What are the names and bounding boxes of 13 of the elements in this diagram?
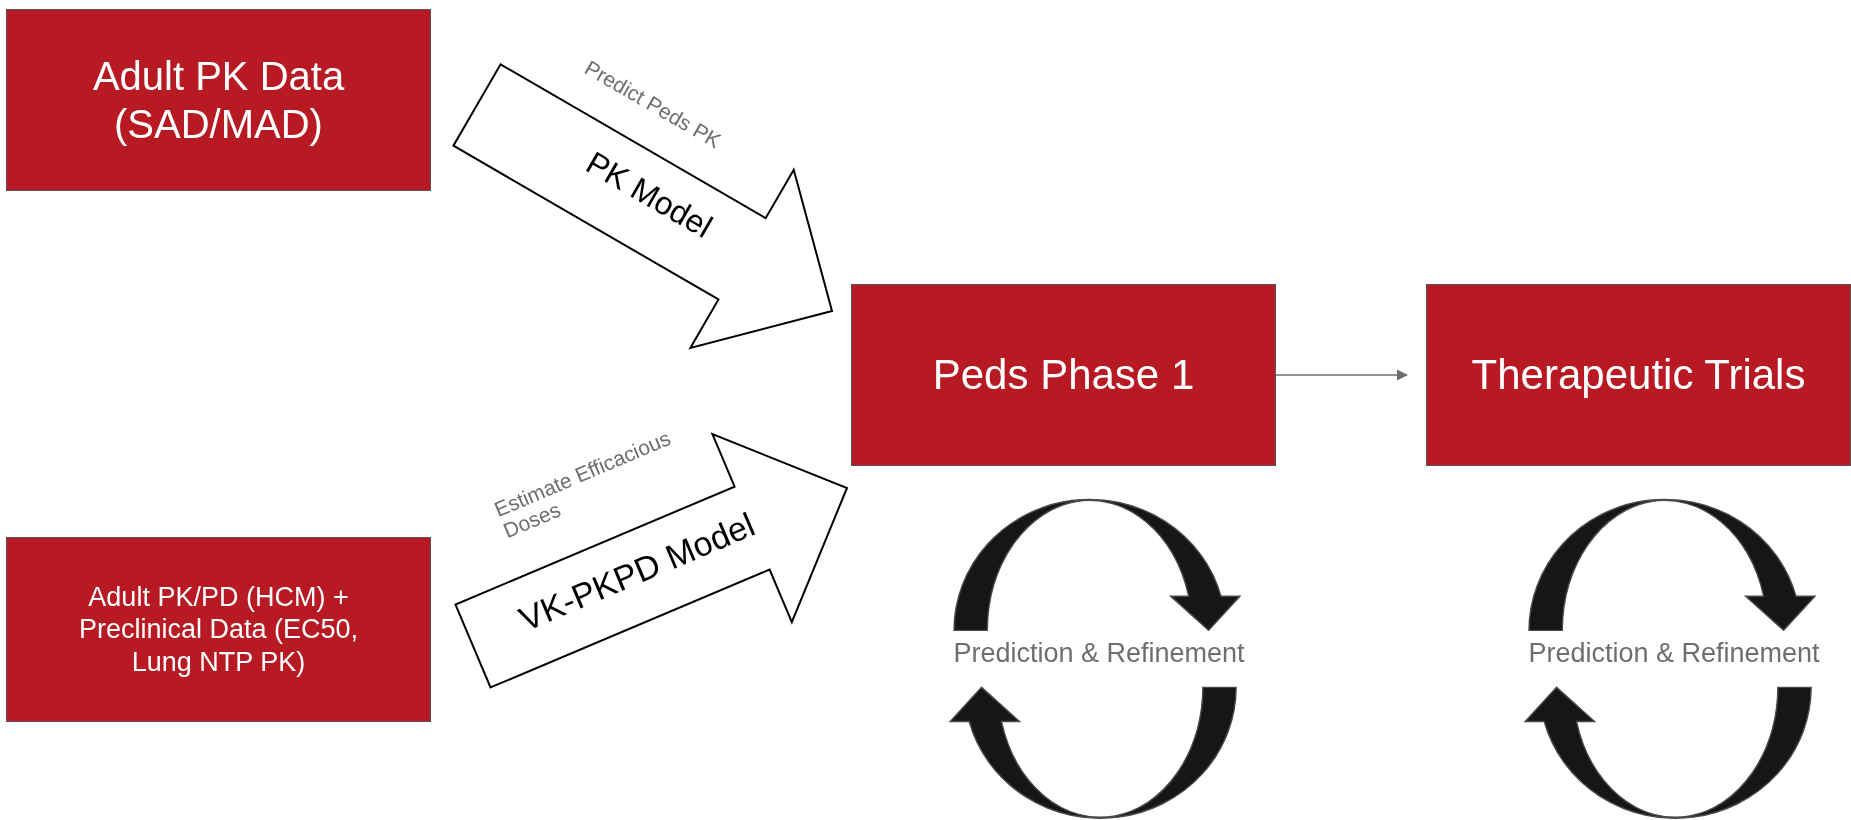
arrow [1275,369,1409,381]
process-box [1426,284,1851,466]
box-label: Peds Phase 1 [932,349,1195,400]
process-box [851,284,1276,466]
cycle-caption: Prediction & Refinement [1528,639,1820,669]
process-box [6,537,431,722]
process-box [6,9,431,191]
block-arrow [454,432,849,689]
block-arrow [452,63,834,350]
box-label: Therapeutic Trials [1471,349,1806,400]
box-label: Adult PK/PD (HCM) + Preclinical Data (EC50, Lung NTP PK) [77,580,360,679]
cycle-caption: Prediction & Refinement [953,639,1245,669]
box-label: Adult PK Data (SAD/MAD) [91,53,346,148]
